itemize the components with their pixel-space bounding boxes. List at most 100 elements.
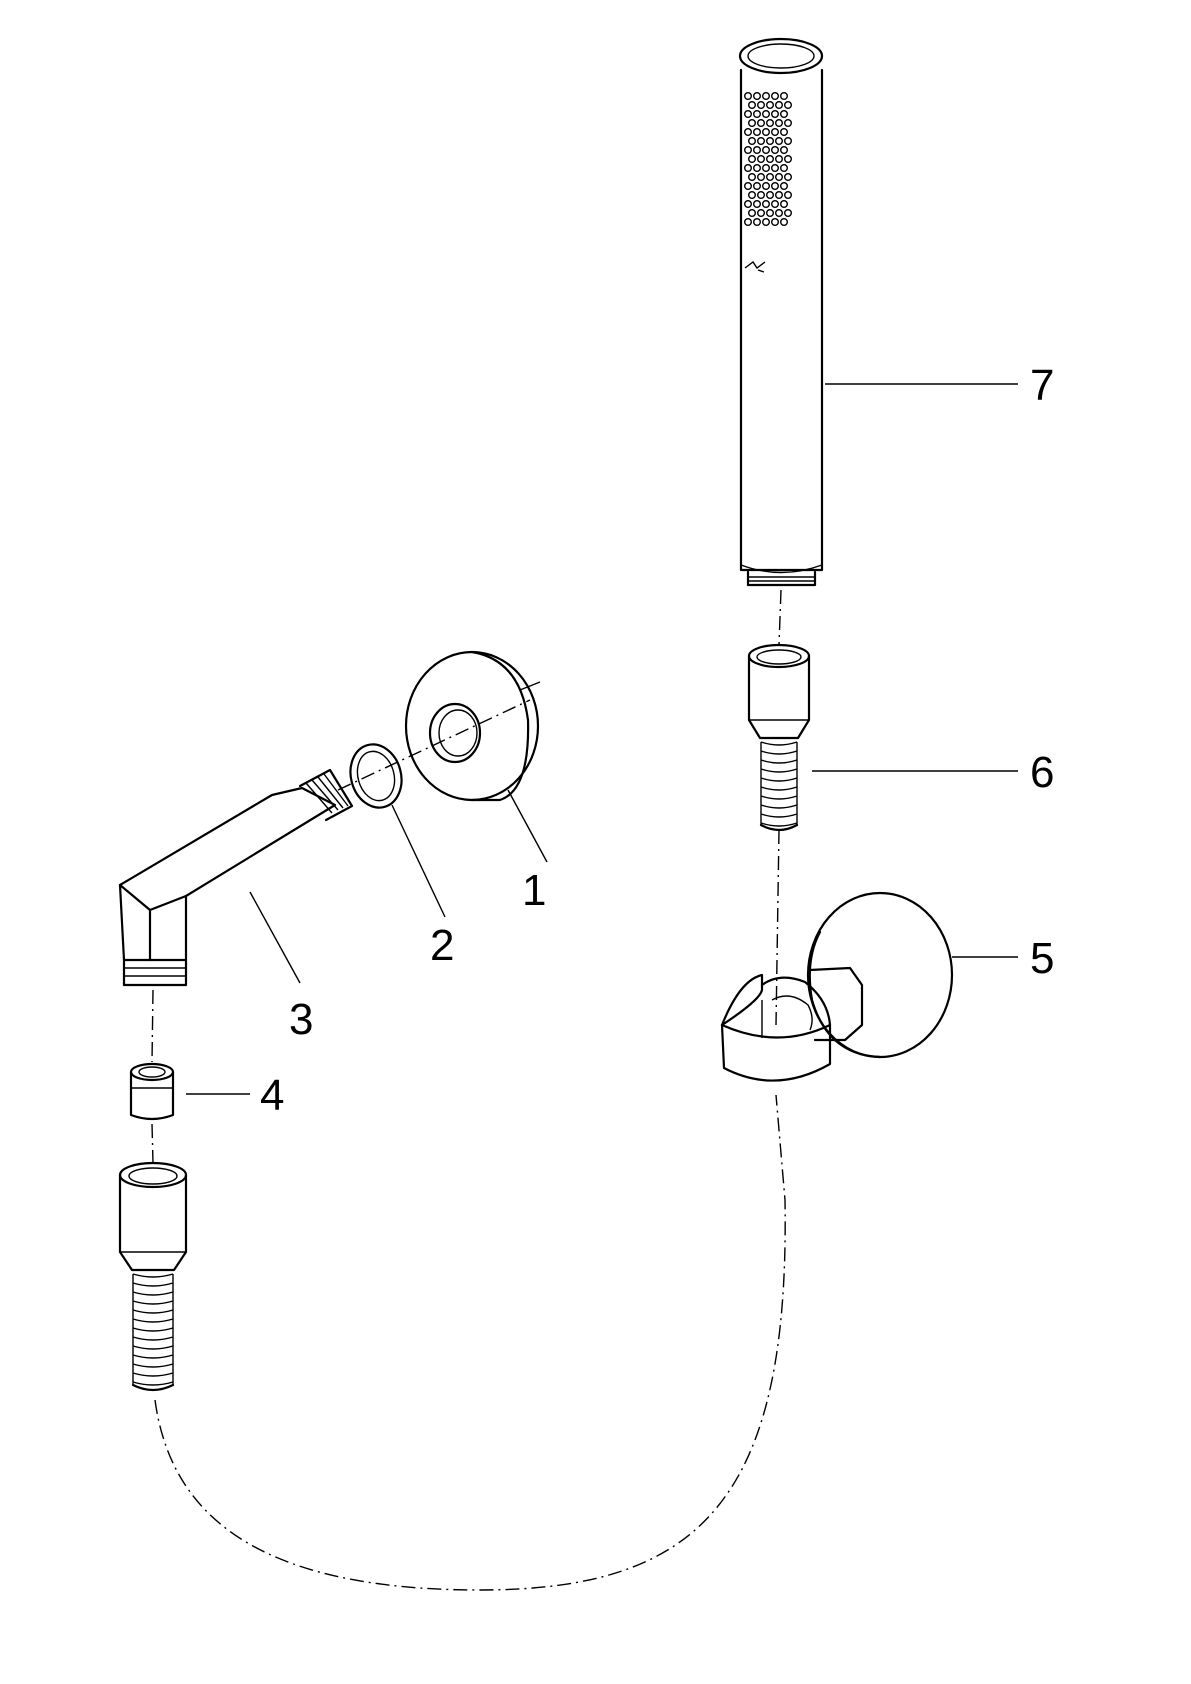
nozzle-dot (780, 127, 789, 136)
nozzle-dot (762, 91, 771, 100)
nozzle-dot (775, 118, 784, 127)
nozzle-dot (771, 163, 780, 172)
nozzle-dot (775, 190, 784, 199)
nozzle-dot (775, 172, 784, 181)
nozzle-dot (780, 109, 789, 118)
nozzle-dot (744, 127, 753, 136)
nozzle-dot (780, 217, 789, 226)
nozzle-dot (780, 163, 789, 172)
nozzle-dot (757, 190, 766, 199)
nozzle-dot (762, 127, 771, 136)
nozzle-dot (753, 109, 762, 118)
nozzle-dot (748, 118, 757, 127)
nozzle-dot (775, 136, 784, 145)
nozzle-dot (784, 136, 793, 145)
nozzle-dot (744, 109, 753, 118)
nozzle-dot (766, 154, 775, 163)
hose-coil (132, 1300, 174, 1305)
label-part-3: 3 (289, 995, 313, 1044)
nozzle-dot (762, 145, 771, 154)
nozzle-dot (780, 181, 789, 190)
nozzle-dot (757, 172, 766, 181)
hose-coil (760, 777, 798, 782)
hose-coil (132, 1381, 174, 1386)
part-6-hose-nut (747, 643, 811, 832)
nozzle-dot (766, 190, 775, 199)
nozzle-dot (757, 154, 766, 163)
nozzle-dot (784, 172, 793, 181)
hose-coil (132, 1282, 174, 1287)
part-2-washer (349, 743, 403, 809)
nozzle-dot (775, 154, 784, 163)
hose-coil (132, 1327, 174, 1332)
nozzle-dot (766, 118, 775, 127)
label-part-2: 2 (430, 921, 454, 970)
nozzle-dot (744, 199, 753, 208)
nozzle-dot (775, 100, 784, 109)
nozzle-dot (744, 181, 753, 190)
nozzle-dot (784, 208, 793, 217)
hose-coil (132, 1354, 174, 1359)
nozzle-dot (762, 109, 771, 118)
nozzle-dot (780, 91, 789, 100)
nozzle-dot (748, 100, 757, 109)
hose-coil (760, 804, 798, 809)
nozzle-dot (762, 199, 771, 208)
nozzle-dot (748, 136, 757, 145)
hose-coil (132, 1345, 174, 1350)
hose-spiral-lower (131, 1273, 175, 1392)
nozzle-dot (771, 127, 780, 136)
assembly-axes (151, 589, 786, 1591)
nozzle-dot (771, 91, 780, 100)
nozzle-dot (784, 190, 793, 199)
hose-coil (132, 1318, 174, 1323)
nozzle-dot (771, 217, 780, 226)
nozzle-dot (744, 163, 753, 172)
part-labels: 7 6 5 1 2 3 4 (260, 361, 1054, 1120)
nozzle-dot (757, 118, 766, 127)
label-part-4: 4 (260, 1071, 284, 1120)
nozzle-dot (757, 136, 766, 145)
hose-coil (132, 1309, 174, 1314)
hose-coil (132, 1372, 174, 1377)
nozzle-dot (753, 217, 762, 226)
spray-nozzles (744, 91, 793, 226)
logo-mark (744, 260, 766, 273)
hose-coil (760, 795, 798, 800)
hose-coil (132, 1273, 174, 1278)
hose-end (131, 1383, 175, 1392)
lower-hose-nut (118, 1161, 188, 1392)
nozzle-dot (775, 208, 784, 217)
nozzle-dot (771, 145, 780, 154)
nozzle-dot (753, 181, 762, 190)
hose-coil (760, 741, 798, 746)
nozzle-dot (748, 208, 757, 217)
nozzle-dot (766, 136, 775, 145)
nozzle-dot (766, 208, 775, 217)
nozzle-dot (744, 217, 753, 226)
nozzle-dot (748, 154, 757, 163)
nozzle-dot (748, 190, 757, 199)
hose-coil (132, 1363, 174, 1368)
nozzle-dot (757, 100, 766, 109)
nozzle-dot (780, 199, 789, 208)
nozzle-dot (771, 199, 780, 208)
nozzle-dot (744, 145, 753, 154)
nozzle-dot (771, 181, 780, 190)
nozzle-dot (762, 217, 771, 226)
part-7-hand-shower (738, 37, 824, 587)
hose-spiral-upper (759, 741, 799, 832)
nozzle-dot (753, 127, 762, 136)
nozzle-dot (744, 91, 753, 100)
nozzle-dot (780, 145, 789, 154)
nozzle-dot (762, 163, 771, 172)
hose-coil (760, 750, 798, 755)
hose-coil (760, 822, 798, 827)
part-4-adapter-nipple (129, 1062, 175, 1121)
hose-coil (760, 813, 798, 818)
nozzle-dot (784, 154, 793, 163)
part-1-wall-rosette (404, 650, 541, 802)
hose-coil (132, 1291, 174, 1296)
hose-coil (760, 759, 798, 764)
